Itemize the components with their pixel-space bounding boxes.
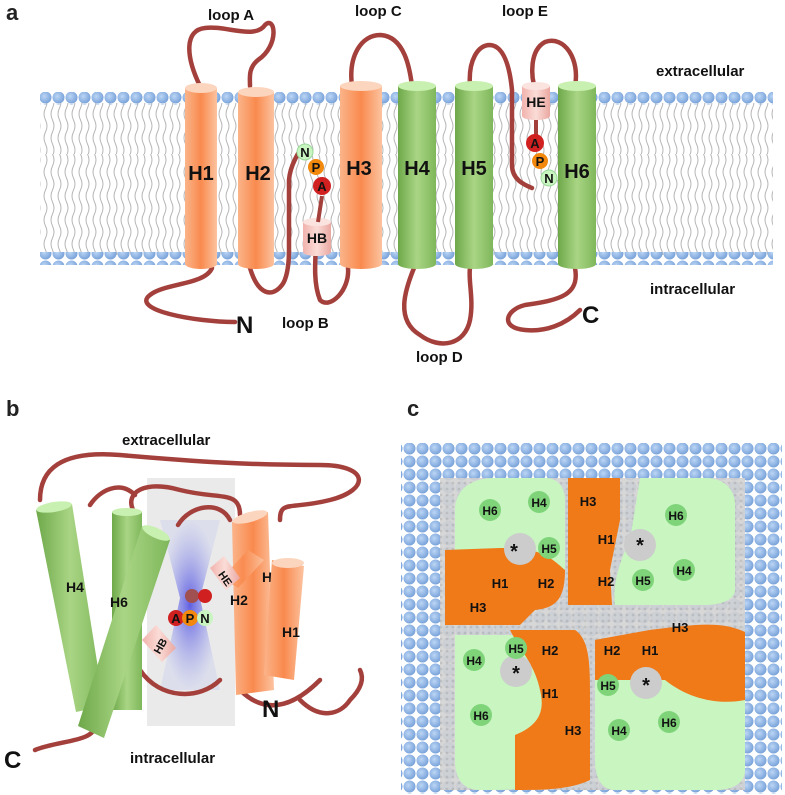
helix-label: H4 (404, 158, 430, 180)
helix-label: H3 (580, 494, 597, 509)
residue-a: A (317, 179, 327, 194)
helix-label: H4 (66, 579, 84, 595)
helix-label: H6 (668, 509, 684, 523)
half-helix-label: HB (307, 230, 327, 246)
helix-label: H5 (635, 574, 651, 588)
half-helix-hb: HB (303, 218, 331, 256)
monomer-bottom-left (455, 630, 590, 790)
helix-h6: H6 (558, 81, 596, 269)
helix-h1: H1 (185, 83, 217, 269)
helix-label: H2 (604, 643, 621, 658)
orange-helix-labels: H1 H2 H3 H3 H1 H2 H2 H1 H3 H2 H1 H3 (470, 494, 689, 738)
helix-label: H1 (542, 686, 559, 701)
helix-label: H5 (541, 542, 557, 556)
pore-star: * (510, 541, 518, 563)
helix-b-h6: H6 (78, 525, 170, 738)
extracellular-label: extracellular (122, 432, 211, 449)
monomer-bottom-right (595, 624, 745, 790)
helix-label: H4 (531, 496, 547, 510)
pore-markers: * * * * (510, 535, 650, 697)
helix-label: H6 (473, 709, 489, 723)
helix-label: H3 (470, 600, 487, 615)
half-helix-b-hb: HB (142, 625, 176, 662)
residue-p: P (186, 611, 195, 626)
helix-label: H3 (346, 158, 372, 180)
residue-n: N (300, 145, 309, 160)
helix-label: H1 (642, 643, 659, 658)
helix-label: H1 (282, 624, 300, 640)
helix-h5: H5 (455, 81, 493, 269)
residue-p: P (536, 154, 545, 169)
extracellular-label: extracellular (656, 63, 745, 80)
helix-label: H5 (461, 158, 487, 180)
helix-b-h4: H4 (36, 501, 104, 712)
helix-label: H6 (482, 504, 498, 518)
backbone-loops (144, 20, 583, 346)
helix-label: H6 (564, 161, 590, 183)
helix-label: H4 (611, 724, 627, 738)
helix-label: H5 (600, 679, 616, 693)
c-terminus-label: C (582, 302, 599, 329)
n-terminus-label: N (236, 312, 253, 339)
loop-d-label: loop D (416, 349, 463, 366)
helix-label: H2 (245, 163, 271, 185)
loop-b-label: loop B (282, 315, 329, 332)
pore-star: * (512, 663, 520, 685)
helix-label: H1 (188, 163, 214, 185)
intracellular-label: intracellular (130, 750, 215, 767)
helix-label: H4 (676, 564, 692, 578)
intracellular-label: intracellular (650, 281, 735, 298)
loop-a-label: loop A (208, 7, 254, 24)
helix-label: H6 (661, 716, 677, 730)
helix-h4: H4 (398, 81, 436, 269)
panel-c: c (401, 396, 782, 794)
panel-label-a: a (6, 0, 19, 25)
helix-h3: H3 (340, 81, 382, 269)
npa-motif-right: A P N (526, 134, 558, 187)
helix-circles: H6 H4 H5 H6 H5 H4 H4 H5 H6 H5 H4 H6 (463, 491, 695, 741)
loop-c-label: loop C (355, 3, 402, 20)
helix-label: H6 (110, 594, 128, 610)
residue-n: N (200, 611, 209, 626)
helix-h2: H2 (238, 87, 274, 269)
panel-b: b H4 H5 H6 (4, 396, 365, 774)
loop-e-label: loop E (502, 3, 548, 20)
residue-n: N (544, 171, 553, 186)
panel-label-b: b (6, 396, 19, 421)
npa-motif-left: N P A (296, 143, 331, 195)
helix-label: H2 (230, 592, 248, 608)
n-terminus-label: N (262, 696, 279, 723)
c-terminus-label: C (4, 747, 21, 774)
half-helix-label: HE (526, 94, 545, 110)
pore-star: * (636, 535, 644, 557)
helix-label: H1 (598, 532, 615, 547)
helix-label: H2 (538, 576, 555, 591)
helix-label: H3 (672, 620, 689, 635)
helix-label: H3 (565, 723, 582, 738)
helix-label: H5 (508, 642, 524, 656)
residue-a: A (171, 611, 181, 626)
panel-a: a H1 H2 (6, 0, 773, 366)
half-helix-he: HE (522, 82, 550, 120)
npa-motif-b: A P N (168, 589, 213, 626)
helix-label: H1 (492, 576, 509, 591)
residue-p: P (312, 160, 321, 175)
pore-star: * (642, 675, 650, 697)
helix-b-h1: H1 (264, 558, 304, 680)
panel-label-c: c (407, 396, 419, 421)
helix-label: H2 (542, 643, 559, 658)
helix-label: H2 (598, 574, 615, 589)
residue-a: A (530, 136, 540, 151)
helix-label: H4 (466, 654, 482, 668)
